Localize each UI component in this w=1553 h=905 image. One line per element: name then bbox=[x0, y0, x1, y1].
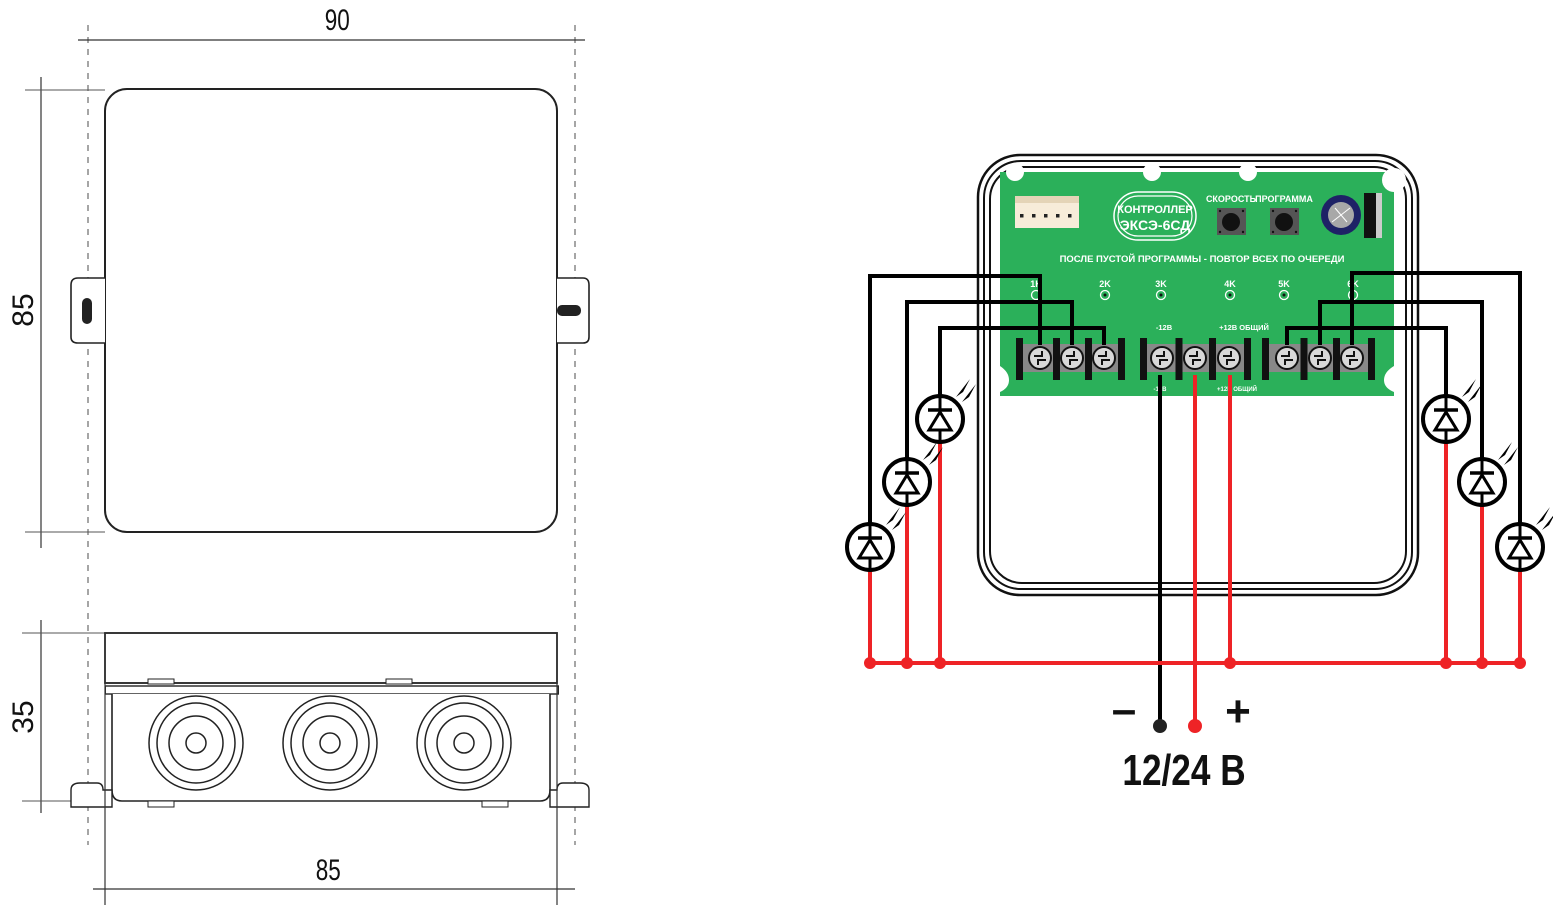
mounting-slot-left bbox=[82, 298, 92, 324]
terminal-plus bbox=[1188, 719, 1202, 733]
terminal-block-right bbox=[1262, 338, 1375, 380]
cable-gland bbox=[282, 695, 378, 791]
wire-led-4 bbox=[1285, 326, 1448, 403]
side-rim bbox=[104, 685, 559, 695]
terminal-blocks bbox=[1016, 338, 1375, 380]
logo-line1: КОНТРОЛЛЕР bbox=[1117, 204, 1193, 216]
program-button-label: ПРОГРАММА bbox=[1255, 194, 1313, 204]
dimension-top-width: 90 bbox=[325, 3, 350, 37]
led-5 bbox=[1457, 442, 1518, 507]
light-arrow-icon bbox=[1498, 442, 1512, 460]
bus-junctions bbox=[864, 657, 1526, 669]
dimension-profile-height: 35 bbox=[7, 700, 40, 733]
wire-led-2 bbox=[905, 300, 1074, 466]
speed-button-label: СКОРОСТЬ bbox=[1206, 194, 1257, 204]
lid-clip bbox=[147, 678, 175, 685]
cable-gland bbox=[416, 695, 512, 791]
lid-clip bbox=[385, 678, 413, 685]
minus-symbol: – bbox=[1112, 685, 1136, 734]
led-6 bbox=[1495, 507, 1553, 572]
base-foot-pad bbox=[481, 800, 509, 808]
terminal-screw[interactable] bbox=[1183, 346, 1207, 370]
channel-leds bbox=[1030, 289, 1359, 301]
cable-gland bbox=[148, 695, 244, 791]
enclosure-lid bbox=[104, 88, 558, 533]
light-arrow-icon bbox=[892, 512, 906, 530]
light-arrow-icon bbox=[962, 384, 976, 402]
channel-label-3: 3K bbox=[1155, 279, 1167, 289]
light-arrow-icon bbox=[1462, 379, 1476, 397]
foot-left bbox=[70, 782, 113, 808]
led-2 bbox=[882, 442, 943, 507]
light-arrow-icon bbox=[886, 507, 900, 525]
terminal-block-power bbox=[1140, 338, 1251, 380]
terminal-screw[interactable] bbox=[1092, 346, 1116, 370]
light-arrow-icon bbox=[1468, 384, 1482, 402]
base-foot-pad bbox=[147, 800, 175, 808]
terminal-screw[interactable] bbox=[1217, 346, 1241, 370]
red-common-bus bbox=[868, 440, 1522, 665]
terminal-screw[interactable] bbox=[1028, 346, 1052, 370]
terminal-screw[interactable] bbox=[1340, 346, 1364, 370]
pcb-note: ПОСЛЕ ПУСТОЙ ПРОГРАММЫ - ПОВТОР ВСЕХ ПО … bbox=[1060, 253, 1345, 265]
potentiometer[interactable] bbox=[1321, 195, 1361, 235]
light-arrow-icon bbox=[923, 442, 937, 460]
enclosure-side-view: 85 35 bbox=[7, 620, 590, 905]
terminal-screw[interactable] bbox=[1060, 346, 1084, 370]
power-wires bbox=[1158, 375, 1232, 726]
plus-symbol: + bbox=[1225, 687, 1251, 736]
terminal-screw[interactable] bbox=[1308, 346, 1332, 370]
wire-led-6 bbox=[1350, 271, 1522, 530]
channel-label-1: 1K bbox=[1030, 279, 1042, 289]
program-button[interactable] bbox=[1270, 208, 1299, 235]
terminal-block-left bbox=[1016, 338, 1125, 380]
led-4 bbox=[1421, 379, 1482, 444]
led-1 bbox=[845, 507, 906, 572]
light-arrow-icon bbox=[1504, 447, 1518, 465]
channel-label-4: 4K bbox=[1224, 279, 1236, 289]
mounting-slot-right bbox=[557, 305, 581, 316]
terminal-plus-label-bottom: +12В ОБЩИЙ bbox=[1217, 385, 1257, 393]
terminal-minus-label: -12В bbox=[1156, 323, 1173, 332]
terminal-screw[interactable] bbox=[1150, 346, 1174, 370]
dimension-bottom-width: 85 bbox=[316, 853, 341, 887]
speed-button[interactable] bbox=[1217, 208, 1246, 235]
side-lid bbox=[104, 632, 558, 684]
terminal-minus bbox=[1153, 719, 1167, 733]
logo-line2: ЭКСЭ-6СД bbox=[1120, 217, 1191, 233]
light-arrow-icon bbox=[956, 379, 970, 397]
controller-pcb: КОНТРОЛЛЕР ЭКСЭ-6СД СКОРОСТЬ ПРОГРАММА П bbox=[1000, 163, 1406, 396]
wire-led-3 bbox=[938, 326, 1106, 403]
led-group bbox=[845, 379, 1553, 572]
enclosure-top-view: 90 85 bbox=[7, 3, 590, 845]
controller-logo: КОНТРОЛЛЕР ЭКСЭ-6СД bbox=[1113, 191, 1197, 241]
dimension-side-height: 85 bbox=[7, 293, 40, 326]
terminal-screw[interactable] bbox=[1275, 346, 1299, 370]
foot-right bbox=[549, 782, 590, 808]
voltage-label: 12/24 В bbox=[1122, 746, 1245, 795]
led-3 bbox=[915, 379, 976, 444]
terminal-plus-label: +12В ОБЩИЙ bbox=[1219, 323, 1269, 332]
channel-label-2: 2K bbox=[1099, 279, 1111, 289]
channel-label-5: 5K bbox=[1278, 279, 1290, 289]
pin-header-connector bbox=[1015, 196, 1079, 228]
light-arrow-icon bbox=[1542, 515, 1553, 530]
light-arrow-icon bbox=[929, 447, 943, 465]
light-arrow-icon bbox=[1536, 507, 1550, 525]
